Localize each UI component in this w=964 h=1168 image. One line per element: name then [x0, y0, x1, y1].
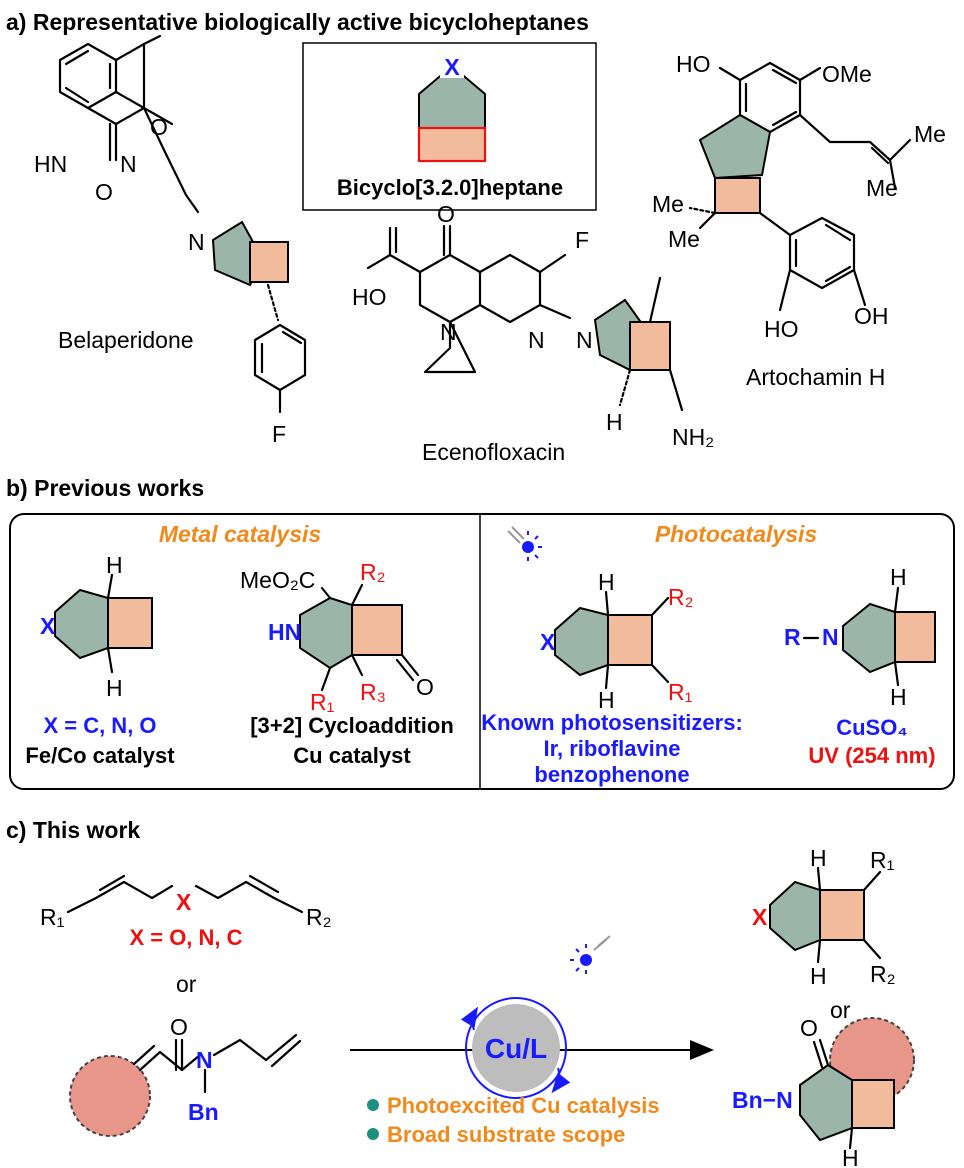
ecenofloxacin-o: O: [437, 201, 455, 227]
core-name: Bicyclo[3.2.0]heptane: [337, 175, 563, 200]
substrate-r1: R₁: [40, 904, 65, 930]
bullet-dot-1: [367, 1099, 379, 1111]
substrate-r2: R₂: [306, 904, 332, 930]
p1-line3: benzophenone: [534, 762, 689, 787]
amide-substrate: O N Bn: [69, 1014, 302, 1137]
bullet-2: Broad substrate scope: [387, 1122, 625, 1147]
previous-works-frame: [9, 513, 955, 790]
belaperidone-o2: O: [95, 179, 113, 205]
bullet-dot-2: [367, 1128, 379, 1140]
ecenofloxacin-n1: N: [440, 319, 457, 345]
diene-substrate: R₁ X R₂ X = O, N, C: [40, 874, 332, 950]
ecenofloxacin-n3: N: [576, 327, 593, 353]
m2-hn: HN: [268, 619, 301, 645]
artochamin-name: Artochamin H: [746, 364, 885, 390]
artochamin-ho: HO: [676, 51, 711, 77]
artochamin-me3: Me: [652, 191, 684, 217]
substrate-x: X: [176, 889, 192, 915]
product2-h: H: [842, 1145, 859, 1168]
m2-line1: [3+2] Cycloaddition: [250, 713, 454, 738]
p2-line1: CuSO₄: [836, 715, 908, 740]
product-bicycle: X H H R₁ R₂: [752, 845, 896, 989]
p2-h-bot: H: [890, 684, 907, 710]
product-r1: R₁: [870, 847, 895, 873]
belaperidone-n: N: [120, 151, 137, 177]
p1-r1: R₁: [668, 679, 693, 705]
catalyst-label: Cu/L: [485, 1033, 547, 1064]
p1-line2: Ir, riboflavine: [544, 736, 681, 761]
metal-catalysis-title: Metal catalysis: [159, 521, 321, 547]
light-bulb-icon: [507, 526, 542, 561]
belaperidone-hn: HN: [34, 151, 67, 177]
p2-line2: UV (254 nm): [808, 743, 935, 768]
artochamin-oh: OH: [854, 303, 889, 329]
m2-meo2c: MeO₂C: [240, 567, 315, 593]
or-label-1: or: [176, 971, 197, 997]
photo-example-2: R N H H CuSO₄ UV (254 nm): [784, 564, 936, 768]
metal-example-1: X H H X = C, N, O Fe/Co catalyst: [25, 552, 175, 768]
ecenofloxacin-f: F: [575, 227, 589, 253]
belaperidone-f: F: [272, 421, 286, 447]
p1-r2: R₂: [668, 584, 694, 610]
p2-r: R: [784, 624, 801, 650]
belaperidone-ring-n: N: [188, 229, 205, 255]
ecenofloxacin-ho: HO: [352, 284, 387, 310]
artochamin-ome: OMe: [822, 61, 872, 87]
product-h-bot: H: [810, 963, 827, 989]
core-x-label: X: [444, 54, 460, 80]
artochamin-me4: Me: [668, 226, 700, 252]
amide-n: N: [196, 1047, 213, 1073]
product-h-top: H: [810, 845, 827, 871]
cu-catalyst-cycle: Cu/L: [460, 997, 571, 1099]
product-lactam: O Bn−N H: [732, 1015, 915, 1168]
p1-h-top: H: [598, 569, 615, 595]
p1-h-bot: H: [598, 687, 615, 713]
product-r2: R₂: [870, 961, 896, 987]
bullet-1: Photoexcited Cu catalysis: [387, 1093, 660, 1118]
or-label-2: or: [830, 997, 851, 1023]
belaperidone-structure: O O HN N N F Belaperidone: [34, 34, 307, 447]
m1-line1: X = C, N, O: [43, 713, 156, 738]
ecenofloxacin-name: Ecenofloxacin: [422, 439, 565, 465]
m2-o: O: [416, 674, 434, 700]
product2-bn-n: Bn−N: [732, 1087, 793, 1113]
product2-o: O: [800, 1015, 818, 1041]
photocatalysis-title: Photocatalysis: [655, 521, 817, 547]
p2-n: N: [822, 624, 839, 650]
artochamin-structure: HO OMe Me Me Me Me HO OH Artochamin H: [652, 51, 946, 390]
p2-h-top: H: [890, 564, 907, 590]
ecenofloxacin-structure: O HO F N N N H NH₂ Ecenofloxacin: [352, 201, 714, 465]
panel-a-heading: a) Representative biologically active bi…: [6, 9, 589, 35]
m2-line2: Cu catalyst: [293, 743, 411, 768]
p1-x: X: [540, 629, 556, 655]
m2-r2: R₂: [360, 559, 386, 585]
panel-c-heading: c) This work: [6, 817, 140, 843]
amide-o: O: [170, 1014, 188, 1040]
artochamin-me1: Me: [914, 121, 946, 147]
ecenofloxacin-h: H: [606, 409, 623, 435]
ecenofloxacin-n2: N: [528, 327, 545, 353]
photo-example-1: X H H R₂ R₁ Known photosensitizers: Ir, …: [481, 569, 743, 787]
light-bulb-icon-c: [570, 935, 611, 974]
m1-line2: Fe/Co catalyst: [25, 743, 175, 768]
substrate-x-def: X = O, N, C: [129, 925, 242, 950]
artochamin-ho2: HO: [764, 316, 799, 342]
p1-line1: Known photosensitizers:: [481, 710, 743, 735]
m1-h-top: H: [106, 552, 123, 578]
ecenofloxacin-nh2: NH₂: [672, 424, 714, 450]
m1-h-bot: H: [106, 675, 123, 701]
m2-r1: R₁: [310, 689, 335, 715]
bicycloheptane-core: X Bicyclo[3.2.0]heptane: [302, 42, 597, 211]
m1-x: X: [40, 613, 56, 639]
amide-bn: Bn: [188, 1099, 219, 1125]
artochamin-me2: Me: [866, 175, 898, 201]
belaperidone-name: Belaperidone: [58, 327, 194, 353]
panel-b-heading: b) Previous works: [6, 475, 204, 501]
metal-example-2: MeO₂C R₂ HN R₁ R₃ O [3+2] Cycloaddition …: [240, 559, 454, 768]
belaperidone-o1: O: [150, 114, 168, 140]
product-x: X: [752, 904, 768, 930]
m2-r3: R₃: [360, 679, 386, 705]
